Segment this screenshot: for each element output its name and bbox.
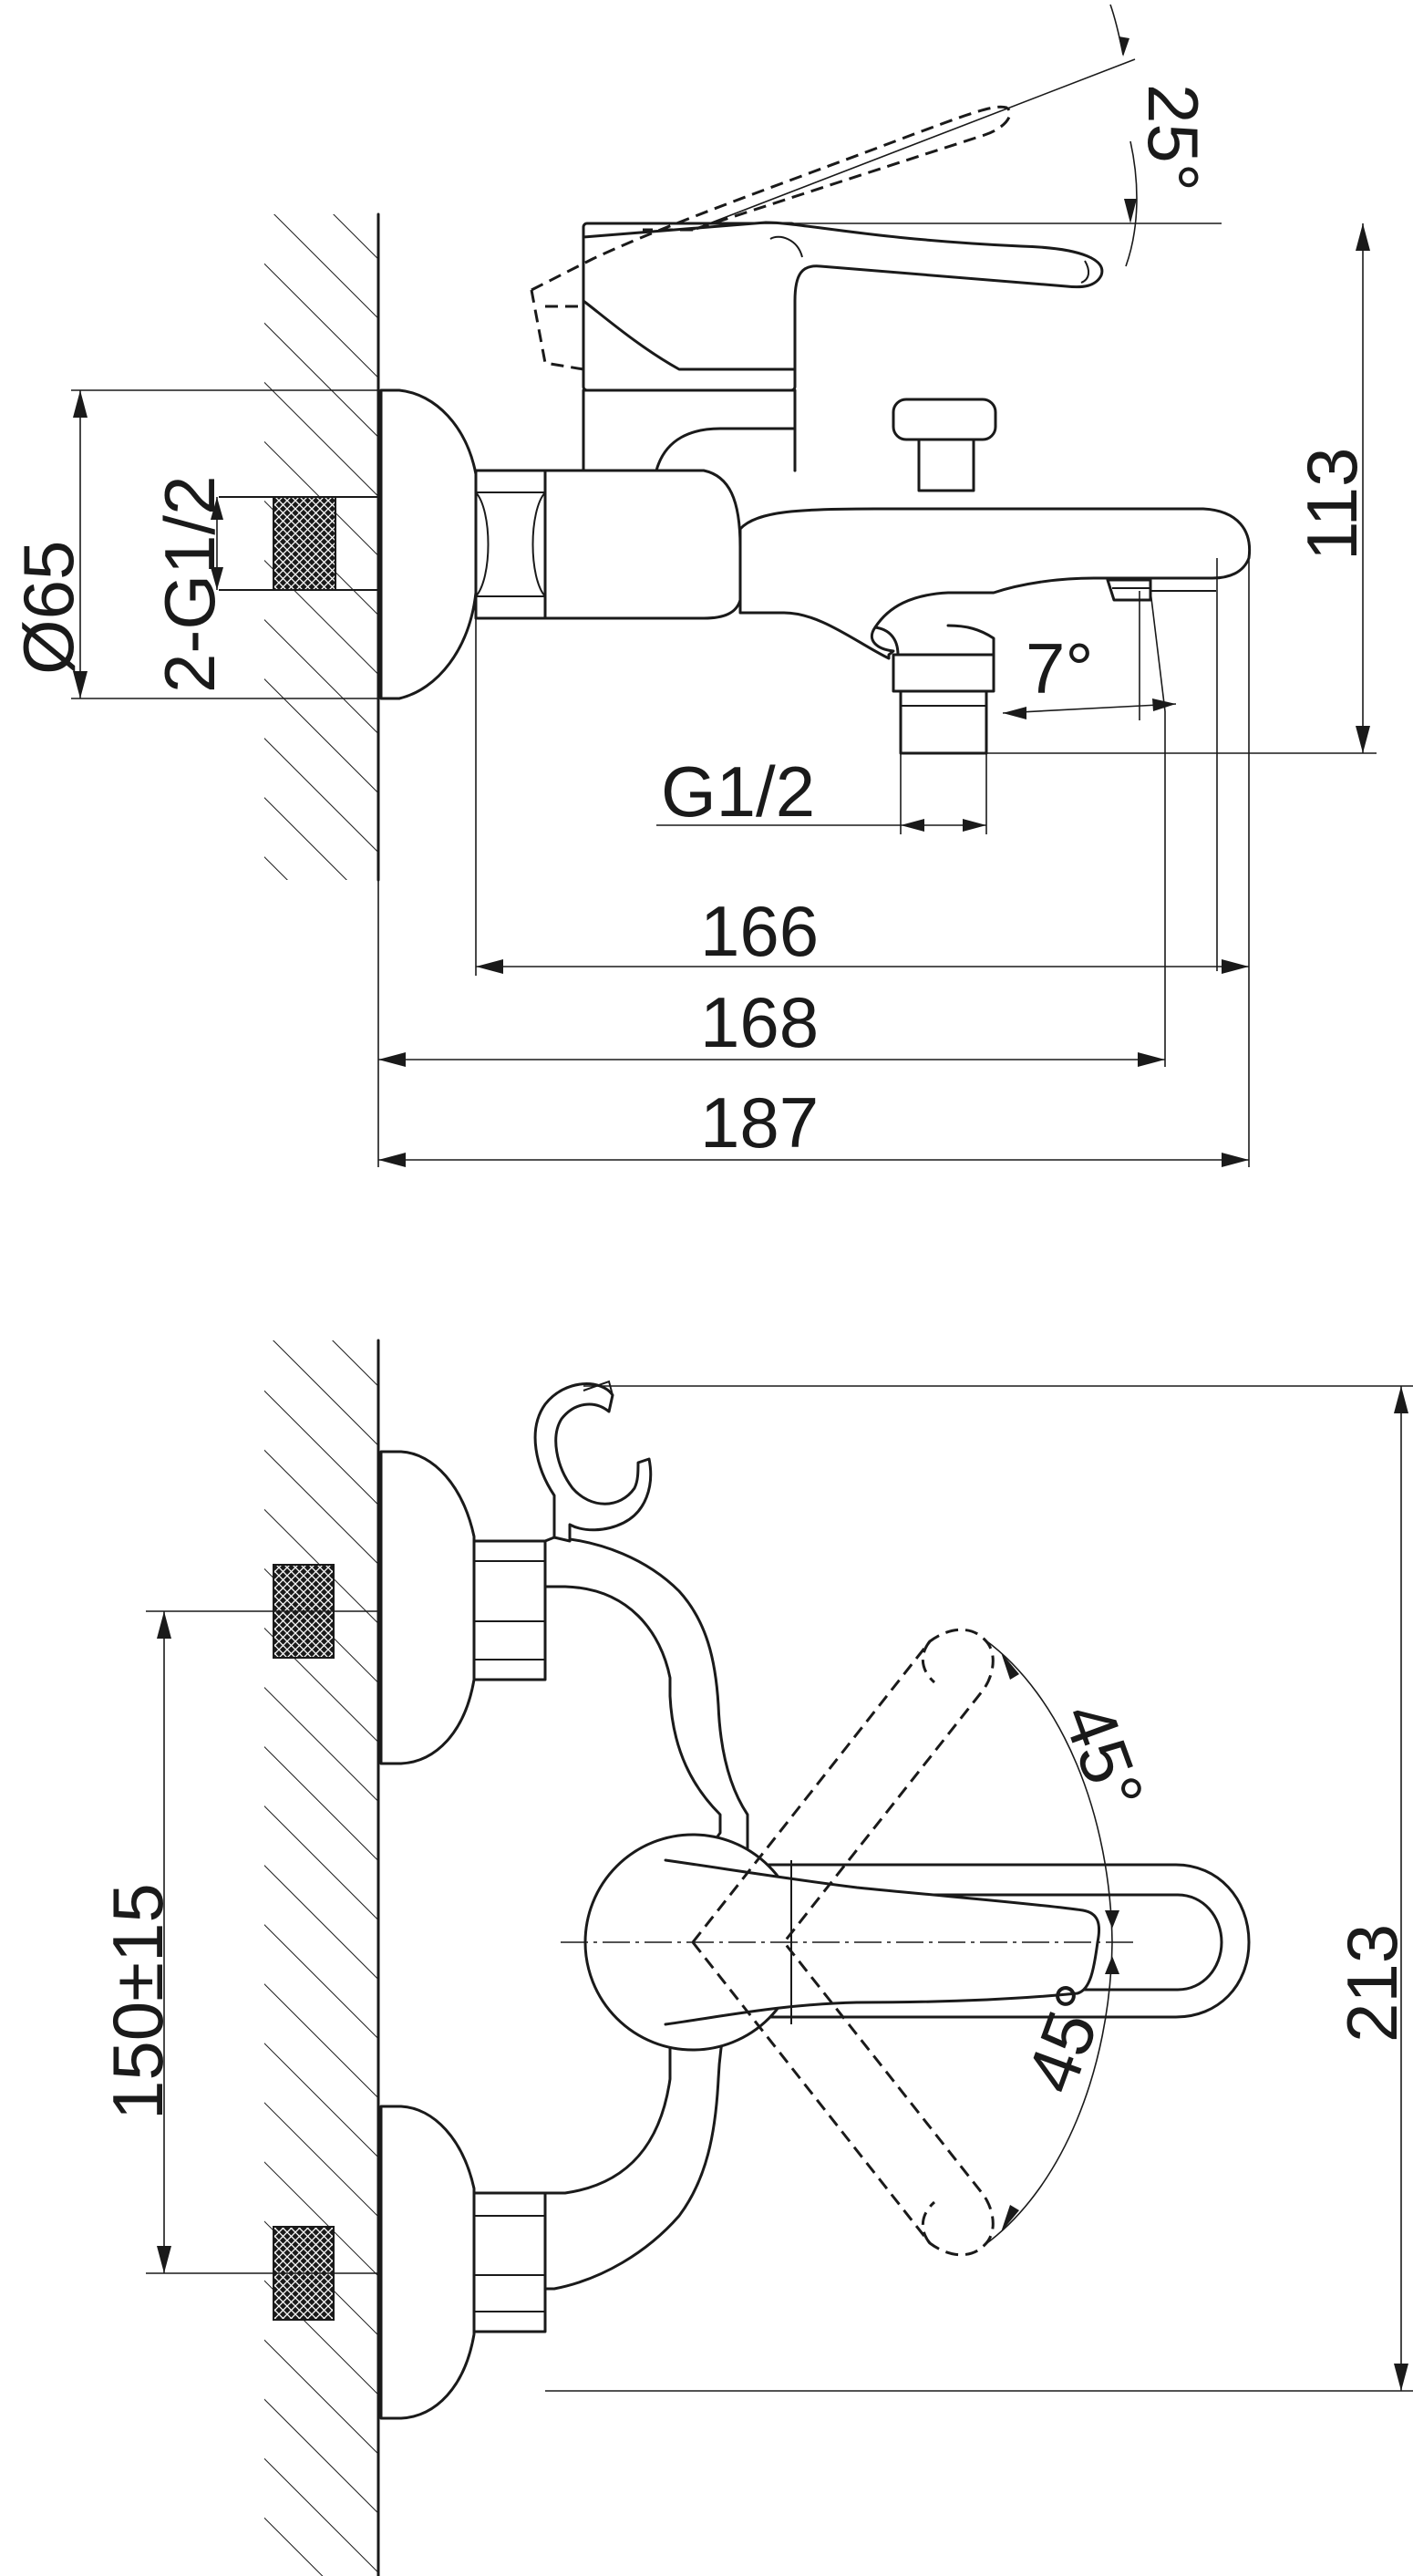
- shower-holder-hook: [533, 1382, 653, 1543]
- shower-outlet-side: [873, 624, 995, 755]
- inlet-thread-label: 2-G1/2: [150, 476, 230, 693]
- lever-side: [582, 221, 1104, 392]
- lever-raised-side: [530, 105, 1012, 371]
- length-outlet-label: 168: [700, 982, 819, 1062]
- cover-plate-side: [379, 388, 478, 700]
- length-dimensions: 166 168 187: [377, 558, 1250, 1167]
- hex-nut-side: [474, 469, 547, 620]
- faucet-body-side: [543, 469, 742, 620]
- lever-angle-upper-label: 45°: [1047, 1692, 1160, 1821]
- diameter-label: Ø65: [8, 541, 88, 675]
- spout-side: [738, 507, 1252, 660]
- diameter-dimension: Ø65: [8, 389, 401, 699]
- diverter-knob-side: [892, 398, 997, 492]
- front-view: 45° 45° 150±15 213: [98, 1339, 1413, 2576]
- lower-inlet-front: [273, 2105, 547, 2420]
- side-view: 25° 113 7° Ø65: [8, 4, 1377, 1167]
- length-spout-label: 166: [700, 891, 819, 971]
- inlet-spacing-dimension: 150±15: [98, 1610, 378, 2274]
- spout-angle-annotation: 7°: [1002, 590, 1177, 720]
- lever-angle-annotation: 25°: [656, 4, 1222, 267]
- eccentric-connector-side: [219, 496, 378, 591]
- body-neck-side: [582, 388, 797, 472]
- aerator-side: [1106, 578, 1152, 602]
- outlet-thread-dimension: G1/2: [656, 751, 987, 834]
- spout-angle-label: 7°: [1026, 628, 1094, 709]
- upper-inlet-front: [273, 1450, 547, 1765]
- height-total-label: 213: [1332, 1924, 1412, 2043]
- wall-front: [264, 1339, 380, 2576]
- height-dimension-front: 213: [545, 1385, 1413, 2392]
- lever-angle-label: 25°: [1133, 84, 1213, 191]
- outlet-thread-label: G1/2: [661, 751, 815, 832]
- inlet-thread-dimension: 2-G1/2: [150, 476, 230, 693]
- height-label: 113: [1292, 448, 1372, 561]
- height-dimension-side: 113: [985, 223, 1377, 754]
- length-total-label: 187: [700, 1082, 819, 1163]
- faucet-body-front: [543, 1536, 749, 2291]
- inlet-spacing-label: 150±15: [98, 1883, 178, 2120]
